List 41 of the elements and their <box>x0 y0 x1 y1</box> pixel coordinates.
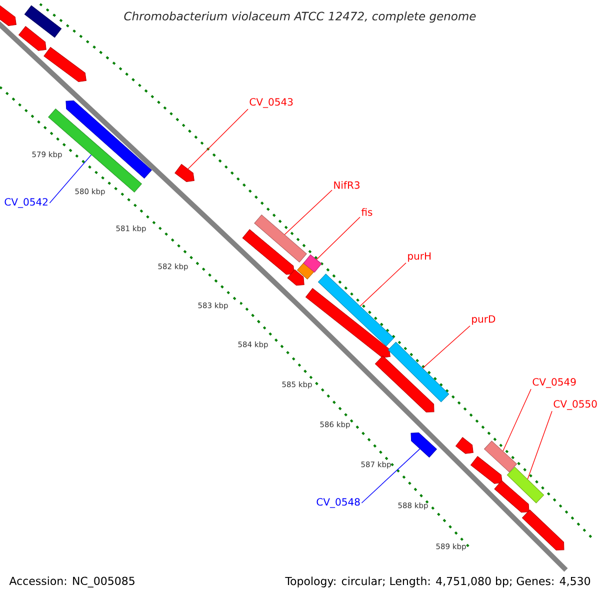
gene-feature <box>484 440 517 472</box>
gene-feature <box>242 229 294 275</box>
gene-label: CV_0550 <box>554 400 597 410</box>
leader-line <box>188 108 248 170</box>
gene-feature <box>456 437 474 454</box>
gene-feature <box>306 288 390 358</box>
gene-feature <box>18 26 46 51</box>
accession-text: Accession: NC_005085 <box>9 576 134 588</box>
title: Chromobacterium violaceum ATCC 12472, complete genome <box>124 12 476 23</box>
leader-line <box>316 216 360 260</box>
genome-info-text: Topology: circular; Length: 4,751,080 bp; Genes: 4,530 <box>285 576 590 588</box>
gene-feature <box>303 254 322 272</box>
leader-line <box>360 262 406 306</box>
gene-label: CV_0542 <box>4 198 48 208</box>
gene-feature <box>522 510 564 550</box>
gene-label: CV_0543 <box>250 98 293 108</box>
gene-label: fis <box>361 208 372 216</box>
gene-feature <box>254 214 307 262</box>
gene-feature <box>506 466 544 504</box>
leader-line <box>527 410 552 480</box>
gene-feature <box>470 456 502 484</box>
leader-line <box>361 448 420 504</box>
gene-feature <box>44 47 86 82</box>
gene-feature <box>66 100 152 179</box>
leader-line <box>284 190 332 235</box>
gene-label: NifR3 <box>334 181 360 189</box>
leader-line <box>49 154 92 204</box>
leader-line <box>502 388 532 452</box>
gene-label: CV_0548 <box>316 498 360 508</box>
leader-line <box>422 326 470 369</box>
gene-feature <box>374 356 434 412</box>
gene-feature <box>287 269 304 286</box>
gene-feature <box>318 274 394 346</box>
gene-feature <box>410 432 437 458</box>
gene-feature <box>388 342 450 402</box>
gene-feature <box>24 5 62 38</box>
gene-feature <box>494 480 530 513</box>
gene-label: CV_0549 <box>532 378 576 388</box>
gene-label: purD <box>472 315 496 325</box>
gene-feature <box>174 164 194 182</box>
gene-label: purH <box>408 252 431 262</box>
